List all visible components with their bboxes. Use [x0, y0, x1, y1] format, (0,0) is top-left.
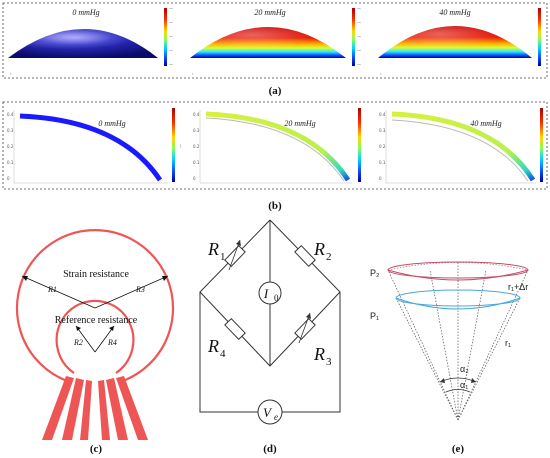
r1-sub-label-d: 1 [220, 251, 226, 263]
resistor-r1 [224, 244, 246, 268]
svg-text:0.3: 0.3 [193, 128, 200, 133]
svg-text:0.2: 0.2 [193, 144, 200, 149]
ve-sub-label: e [274, 412, 278, 422]
arc-plot-0mmhg: 0.4 0.3 0.2 0.1 0 [7, 110, 168, 184]
resistor-r3 [294, 317, 316, 341]
r4-sub-label-d: 4 [220, 348, 226, 360]
strain-resistor-ring [15, 229, 175, 384]
svg-text:0.2: 0.2 [379, 144, 386, 149]
svg-text:—: — [169, 62, 173, 67]
pressure-label-a-20: 20 mmHg [254, 8, 285, 17]
axis-triad-icon: ⌞ [10, 70, 12, 75]
arc-plot-20mmhg: 0.4 0.3 0.2 0.1 0 [193, 110, 352, 184]
svg-text:0.4: 0.4 [193, 112, 200, 117]
resistor-r2 [294, 244, 316, 268]
pressure-label-a-0: 0 mmHg [72, 8, 99, 17]
r3-label-c: R3 [135, 285, 145, 294]
svg-text:—: — [357, 48, 361, 53]
electrode-leads [40, 376, 150, 440]
resistor-r4 [224, 317, 246, 341]
pressure-label-b-40: 40 mmHg [470, 119, 501, 128]
radius-arrows [21, 275, 169, 353]
alpha1-label: α₁ [460, 380, 468, 390]
svg-text:0: 0 [193, 176, 196, 181]
axis-triad-icon: ⌞ [380, 70, 382, 75]
axis-triad-icon: ⌞ [192, 70, 194, 75]
svg-text:—: — [169, 6, 173, 11]
pressure-label-a-40: 40 mmHg [439, 8, 470, 17]
dome-40mmhg [378, 26, 532, 58]
svg-text:—: — [357, 62, 361, 67]
strain-resistance-label: Strain resistance [63, 269, 129, 280]
pressure-label-b-20: 20 mmHg [284, 119, 315, 128]
reference-resistor-arc [55, 299, 135, 374]
svg-text:0: 0 [7, 176, 10, 181]
svg-text:—: — [169, 48, 173, 53]
caption-e: (e) [452, 443, 465, 455]
p1-label: P₁ [370, 311, 379, 321]
svg-text:0.4: 0.4 [7, 112, 14, 117]
r3-sub-label-d: 3 [326, 356, 332, 368]
svg-text:0.1: 0.1 [7, 160, 14, 165]
caption-a: (a) [269, 85, 282, 97]
dome-20mmhg [190, 27, 346, 58]
r3-label-d: R [313, 344, 325, 364]
svg-text:—: — [169, 34, 173, 39]
colorbar-b-0-label: — [178, 144, 183, 148]
caption-d: (d) [263, 443, 277, 455]
arc-plot-40mmhg: 0.4 0.3 0.2 0.1 0 [379, 110, 536, 184]
colorbar-b-40 [540, 108, 543, 182]
svg-text:0.1: 0.1 [193, 160, 200, 165]
caption-c: (c) [90, 443, 103, 455]
variable-resistor-arrows [228, 239, 311, 344]
svg-text:—: — [357, 6, 361, 11]
current-meter-circle [258, 281, 282, 305]
panel-a-frame [2, 2, 548, 79]
colorbar-a-20 [352, 8, 355, 66]
svg-text:0.3: 0.3 [379, 128, 386, 133]
dome-0mmhg [8, 29, 158, 58]
i0-label: I [263, 286, 269, 301]
ve-label: V [263, 405, 273, 420]
r1-plus-delta-r-label: r₁+Δr [508, 282, 528, 292]
svg-text:0.3: 0.3 [7, 128, 14, 133]
panel-b-frame [2, 101, 548, 190]
colorbar-ticks-a-0: — — — — — [169, 6, 173, 67]
colorbar-b-0 [172, 108, 175, 182]
svg-text:—: — [357, 20, 361, 25]
resistors [224, 244, 316, 341]
voltage-source-circle [257, 399, 283, 425]
caption-b: (b) [268, 200, 282, 212]
reference-resistance-label: Reference resistance [55, 315, 138, 326]
svg-text:—: — [169, 20, 173, 25]
pressure-label-b-0: 0 mmHg [98, 119, 125, 128]
r1-label-e: r₁ [505, 338, 511, 348]
r4-label-c: R4 [107, 338, 117, 347]
colorbar-a-0 [164, 8, 167, 66]
alpha2-label: α₂ [460, 364, 469, 374]
r2-label-d: R [313, 239, 325, 259]
colorbar-ticks-a-20: — — — — — [357, 6, 361, 67]
r1-label-c: R1 [47, 285, 57, 294]
r2-sub-label-d: 2 [326, 251, 332, 263]
angle-arc-alpha1 [445, 389, 471, 393]
svg-text:0: 0 [379, 176, 382, 181]
svg-text:0.1: 0.1 [379, 160, 386, 165]
cone-geometry [387, 261, 529, 421]
colorbar-a-40 [538, 8, 541, 66]
r1-label-d: R [207, 239, 219, 259]
p2-label: P₂ [370, 268, 380, 278]
r4-label-d: R [207, 336, 219, 356]
wheatstone-bridge [199, 219, 341, 413]
sensor-layout [15, 229, 175, 440]
i0-sub-label: 0 [274, 293, 279, 303]
svg-text:0.2: 0.2 [7, 144, 14, 149]
r2-label-c: R2 [73, 338, 83, 347]
svg-text:—: — [357, 34, 361, 39]
colorbar-b-20 [358, 108, 361, 182]
svg-text:0.4: 0.4 [379, 112, 386, 117]
